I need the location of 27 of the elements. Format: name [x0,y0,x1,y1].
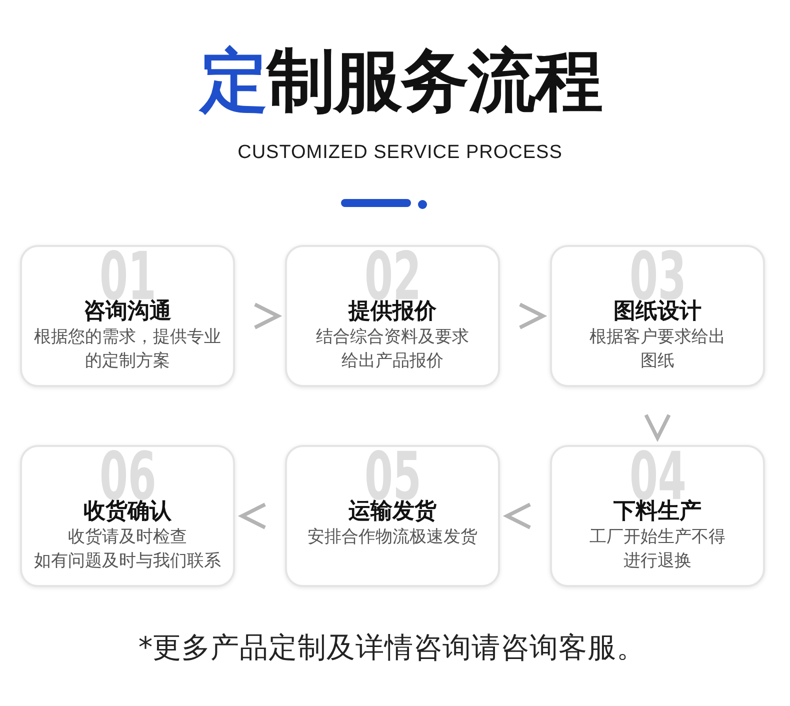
step-title: 运输发货 [348,499,436,525]
step-description: 如有问题及时与我们联系 [34,550,221,573]
step-number: 06 [98,452,156,502]
step-title: 下料生产 [614,499,702,525]
step-title: 提供报价 [348,299,436,325]
footnote: *更多产品定制及详情咨询请咨询客服。 [138,630,646,666]
step-card [20,445,235,587]
title: 定制服务流程 [200,41,602,123]
step-number: 01 [98,252,156,302]
step-title: 收货确认 [84,499,172,525]
step-number: 05 [364,452,421,502]
subtitle: CUSTOMIZED SERVICE PROCESS [238,141,562,165]
step-title: 咨询沟通 [84,299,172,325]
step-description: 工厂开始生产不得进行退换 [588,526,726,573]
step-card [20,245,235,387]
step-card [285,445,500,587]
step-title: 图纸设计 [614,299,702,325]
step-card [285,245,500,387]
step-description: 根据客户要求给出图纸 [588,326,726,373]
step-description: 根据您的需求，提供专业的定制方案 [32,326,222,373]
step-card [550,445,765,587]
step-description: 结合综合资料及要求给出产品报价 [314,326,470,373]
step-number: 04 [628,452,686,502]
step-number: 02 [364,252,421,302]
step-card [550,245,765,387]
step-description: 收货请及时检查 [68,526,187,549]
step-description: 安排合作物流极速发货 [308,526,478,549]
